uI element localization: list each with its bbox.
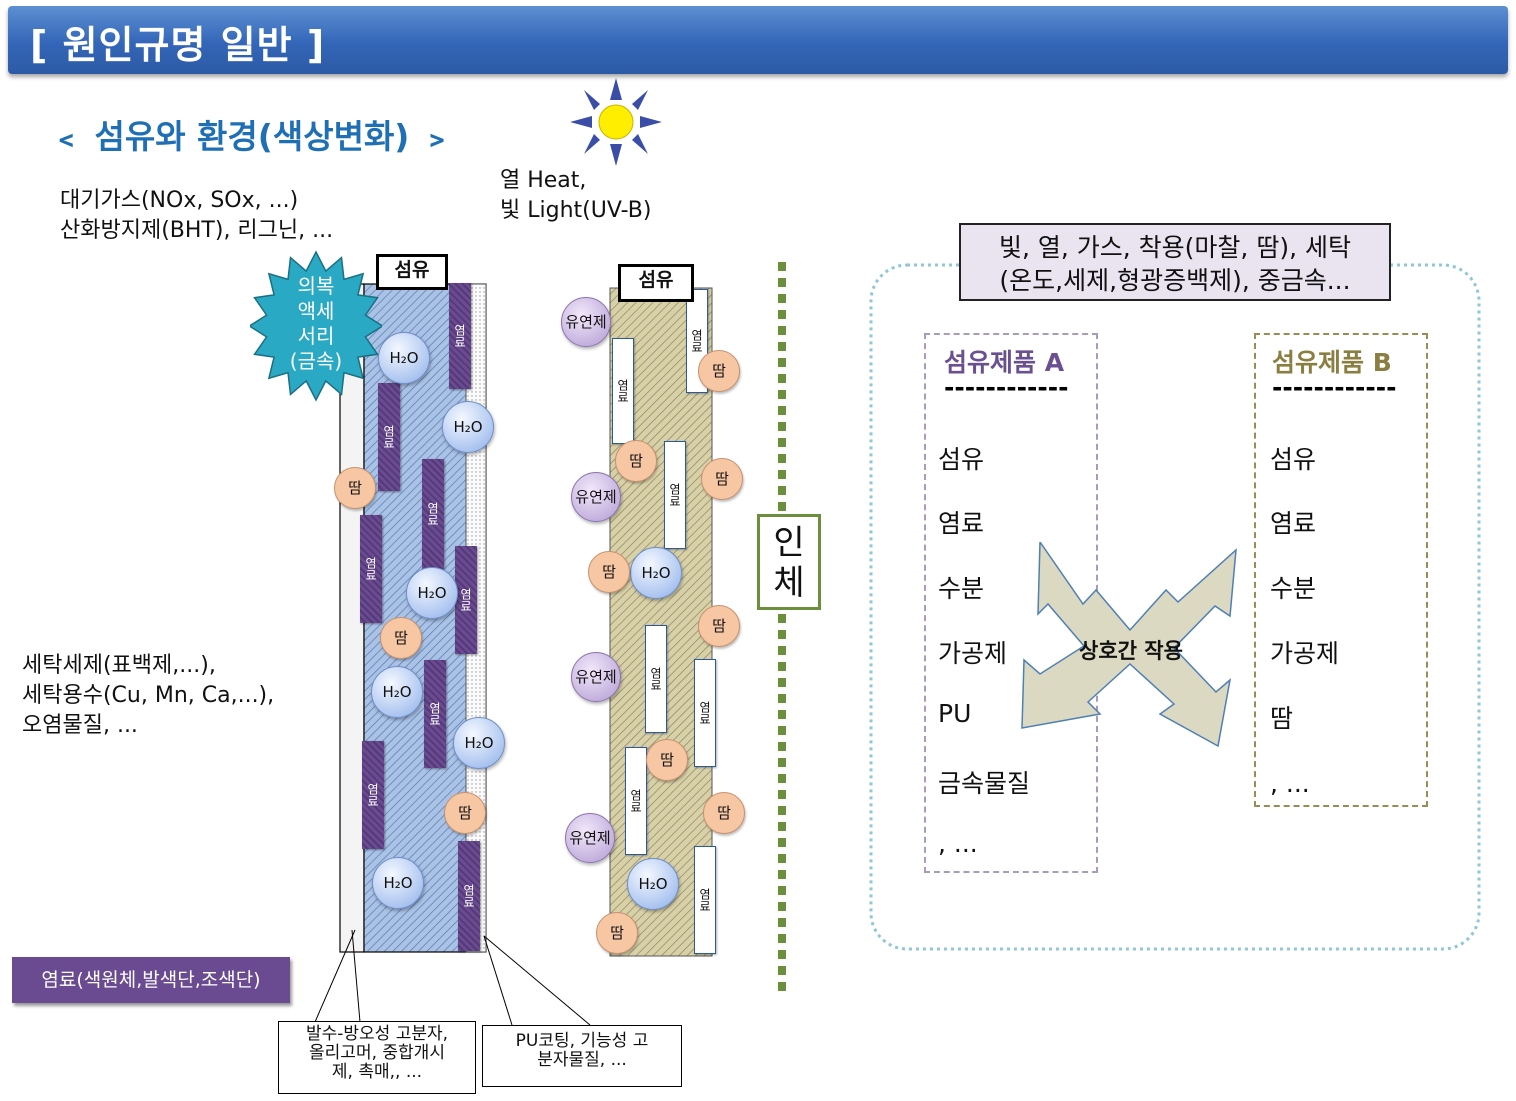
dye-molecule: 염료 [378,383,400,491]
interaction-arrow-icon [1021,542,1237,748]
water-molecule: H₂O [372,857,424,909]
product-a-item: PU [938,699,972,728]
product-b-item: 염료 [1270,509,1317,538]
detergent-text: 세탁세제(표백제,...), [22,653,216,678]
product-b-title: 섬유제품 B [1272,348,1392,377]
product-a-title: 섬유제품 A [944,348,1065,377]
human-boundary-line [778,262,786,998]
product-a-item: 염료 [938,509,985,538]
accessory-star-shape [250,250,382,402]
softener-molecule: 유연제 [561,297,611,347]
sweat-droplet: 땀 [615,440,657,482]
sweat-droplet: 땀 [701,458,743,500]
callout-repellent: 발수-방오성 고분자, 올리고머, 중합개시 제, 촉매,, ... [278,1021,476,1094]
section-subtitle: ﹤ 섬유와 환경(색상변화) ﹥ [50,117,454,156]
callout-pu-coating: PU코팅, 기능성 고 분자물질, ... [482,1025,682,1087]
dye-molecule: 염료 [455,546,477,654]
product-b-item: , ... [1270,769,1310,798]
water-molecule: H₂O [630,547,682,599]
sweat-droplet: 땀 [444,792,486,834]
wash-water-text: 세탁용수(Cu, Mn, Ca,...), [22,683,275,708]
page-title: [ 원인규명 일반 ] [30,23,326,67]
dye-molecule: 염료 [694,659,716,767]
product-b-item: 섬유 [1270,445,1317,474]
sun-label-heat: 열 Heat, [500,168,587,193]
dye-molecule: 염료 [422,459,444,569]
gas-text: 대기가스(NOx, SOx, ...) [60,188,299,213]
sweat-droplet: 땀 [646,739,688,781]
sweat-droplet: 땀 [703,792,745,834]
interaction-label: 상호간 작용 [1079,639,1183,663]
product-b-item: 땀 [1270,704,1294,733]
sweat-droplet: 땀 [334,467,376,509]
antioxidant-text: 산화방지제(BHT), 리그닌, ... [60,218,334,243]
dye-molecule: 염료 [362,741,384,849]
sun-label-light: 빛 Light(UV-B) [500,198,652,223]
sweat-droplet: 땀 [698,605,740,647]
water-molecule: H₂O [627,858,679,910]
fiber-2-tag: 섬유 [618,264,694,302]
dye-molecule: 염료 [645,625,667,733]
dye-molecule: 염료 [694,846,716,954]
product-b-item: 가공제 [1270,639,1340,668]
softener-molecule: 유연제 [571,472,621,522]
water-molecule: H₂O [406,567,458,619]
dye-molecule: 염료 [360,515,382,623]
dye-molecule: 염료 [458,841,480,951]
fiber-1-tag: 섬유 [376,254,448,290]
dye-molecule: 염료 [625,747,647,855]
header-bar [8,6,1508,74]
dye-molecule: 염료 [612,338,634,444]
water-molecule: H₂O [442,401,494,453]
sweat-droplet: 땀 [596,912,638,954]
water-molecule: H₂O [453,717,505,769]
product-a-item: , ... [938,829,978,858]
product-b-item: 수분 [1270,574,1317,603]
product-a-item: 가공제 [938,639,1008,668]
conditions-box: 빛, 열, 가스, 착용(마찰, 땀), 세탁 (온도,세제,형광증백제), 중… [959,223,1391,301]
sweat-droplet: 땀 [380,617,422,659]
softener-molecule: 유연제 [571,652,621,702]
product-a-item: 수분 [938,574,985,603]
product-a-divider: ------------ [944,373,1069,402]
product-a-item: 금속물질 [938,769,1031,798]
dye-molecule: 염료 [664,441,686,549]
dye-legend-box: 염료(색원체,발색단,조색단) [12,957,290,1003]
sun-icon [570,78,662,166]
pollutant-text: 오염물질, ... [22,713,138,738]
dye-molecule: 염료 [424,660,446,768]
sweat-droplet: 땀 [588,551,630,593]
product-b-divider: ------------ [1272,373,1397,402]
human-box: 인 체 [757,514,821,610]
sweat-droplet: 땀 [698,350,740,392]
softener-molecule: 유연제 [565,813,615,863]
accessory-label: 의복 액세 서리 (금속) [289,274,343,373]
dye-molecule: 염료 [449,283,471,389]
water-molecule: H₂O [371,666,423,718]
product-a-item: 섬유 [938,445,985,474]
water-molecule: H₂O [378,332,430,384]
product-b-box [1254,333,1428,807]
